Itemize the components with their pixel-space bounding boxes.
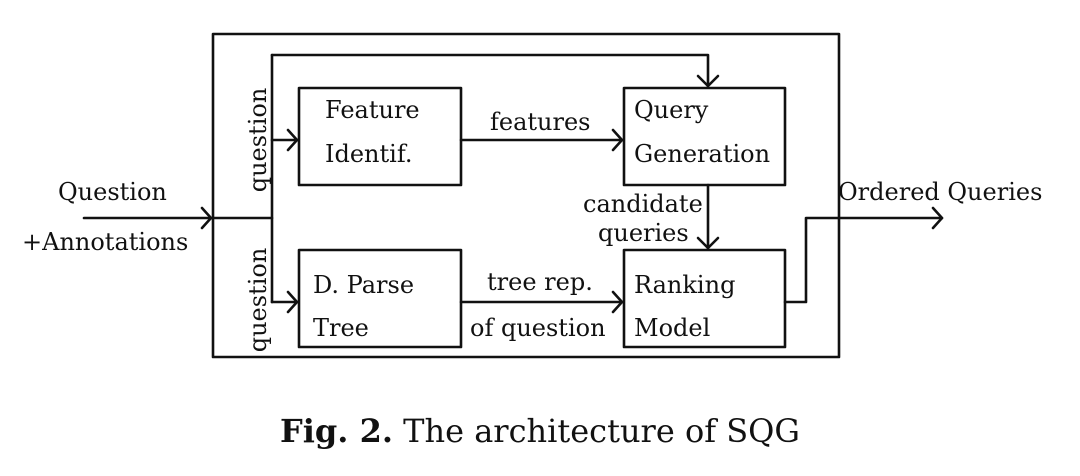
query-box-label-line2: Generation xyxy=(634,140,771,168)
parse-tree-box xyxy=(297,248,463,349)
candidate-edge-label-line1: candidate xyxy=(583,190,703,218)
tree-rep-edge-label-line1: tree rep. xyxy=(487,268,593,296)
figure-caption-prefix: Fig. 2. xyxy=(280,412,393,450)
lower-question-label: question xyxy=(244,247,272,353)
system-boundary xyxy=(211,32,841,359)
parse-box-label-line2: Tree xyxy=(313,314,369,342)
bypass-arrow xyxy=(270,53,710,88)
output-label: Ordered Queries xyxy=(838,178,1043,206)
candidate-edge-label-line2: queries xyxy=(598,219,689,247)
figure-caption-text: The architecture of SQG xyxy=(403,412,800,450)
input-arrowhead xyxy=(200,206,213,230)
figure-caption: Fig. 2. The architecture of SQG xyxy=(0,412,1080,450)
upper-branch-arrowhead xyxy=(286,128,299,152)
features-edge-label: features xyxy=(490,108,591,136)
feature-box-label-line1: Feature xyxy=(325,96,420,124)
candidate-queries-arrowhead xyxy=(696,236,720,250)
bypass-arrowhead xyxy=(696,74,720,88)
tree-rep-arrowhead xyxy=(611,290,624,314)
query-box-label-line1: Query xyxy=(634,96,709,124)
feature-box-label-line2: Identif. xyxy=(325,140,413,168)
input-label-line2: +Annotations xyxy=(22,228,189,256)
tree-rep-edge-label-line2: of question xyxy=(470,314,606,342)
ranking-box-label-line1: Ranking xyxy=(634,271,736,299)
lower-branch-arrowhead xyxy=(286,290,299,314)
query-generation-box xyxy=(622,86,787,187)
features-arrowhead xyxy=(611,128,624,152)
parse-box-label-line1: D. Parse xyxy=(313,271,415,299)
ranking-box-label-line2: Model xyxy=(634,314,711,342)
input-label-line1: Question xyxy=(58,178,167,206)
ranking-model-box xyxy=(622,248,787,349)
output-arrowhead xyxy=(931,206,944,230)
upper-question-label: question xyxy=(244,87,272,193)
output-arrow xyxy=(783,216,944,304)
feature-identif-box xyxy=(297,86,463,187)
